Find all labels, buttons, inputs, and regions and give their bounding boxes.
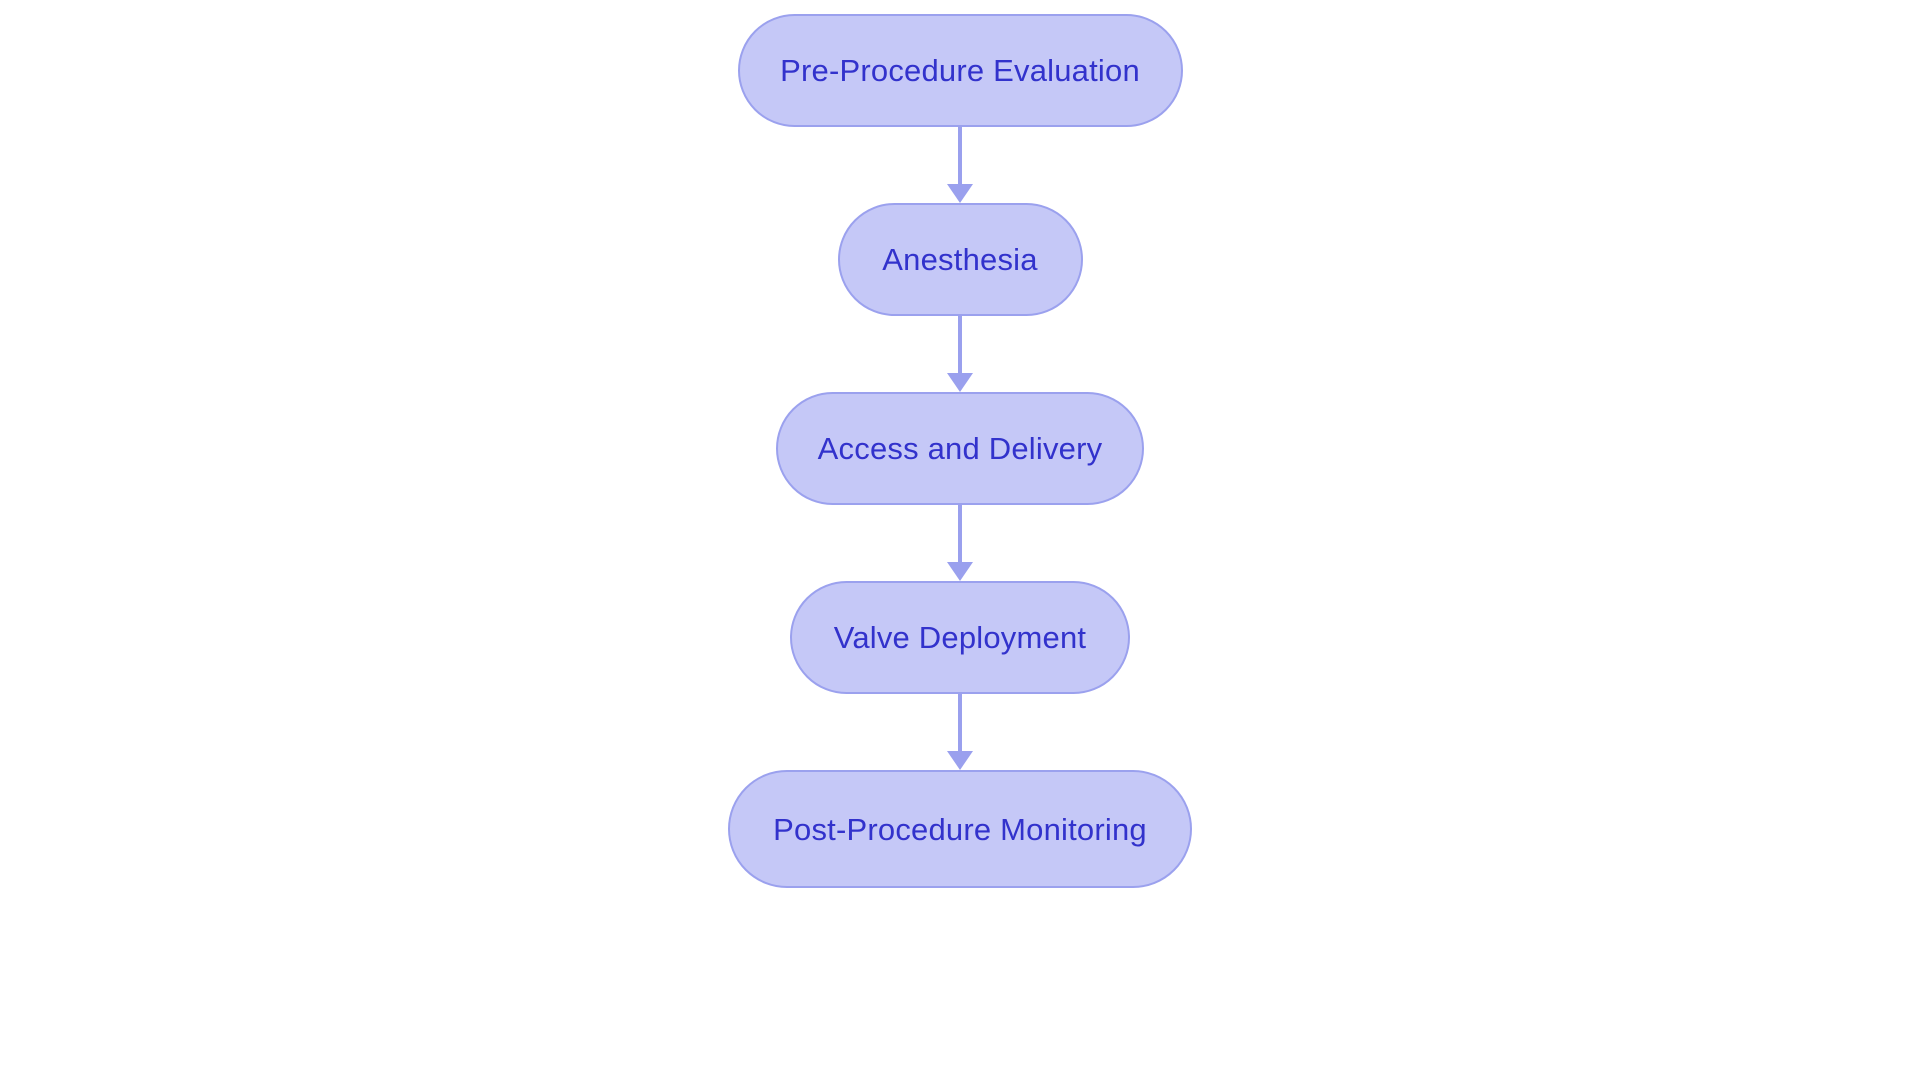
flow-connector-pre-procedure-evaluation-to-anesthesia [947, 127, 973, 203]
connector-line [958, 127, 962, 185]
flow-node-valve-deployment[interactable]: Valve Deployment [790, 581, 1130, 694]
flow-node-label: Valve Deployment [833, 620, 1087, 655]
flow-node-post-procedure-monitoring[interactable]: Post-Procedure Monitoring [728, 770, 1192, 888]
flow-node-label: Anesthesia [882, 242, 1038, 277]
flow-node-label: Pre-Procedure Evaluation [780, 53, 1140, 88]
flow-node-pre-procedure-evaluation[interactable]: Pre-Procedure Evaluation [737, 14, 1183, 127]
flow-node-label: Access and Delivery [817, 431, 1103, 466]
arrow-down-icon [947, 562, 973, 581]
flow-connector-valve-deployment-to-post-procedure-monitoring [947, 694, 973, 770]
connector-line [958, 505, 962, 563]
arrow-down-icon [947, 373, 973, 392]
connector-line [958, 316, 962, 374]
flow-node-label: Post-Procedure Monitoring [773, 811, 1147, 847]
connector-line [958, 694, 962, 752]
arrow-down-icon [947, 184, 973, 203]
flow-node-anesthesia[interactable]: Anesthesia [837, 203, 1083, 316]
arrow-down-icon [947, 751, 973, 770]
flow-node-access-and-delivery[interactable]: Access and Delivery [776, 392, 1144, 505]
flow-connector-anesthesia-to-access-and-delivery [947, 316, 973, 392]
flow-connector-access-and-delivery-to-valve-deployment [947, 505, 973, 581]
